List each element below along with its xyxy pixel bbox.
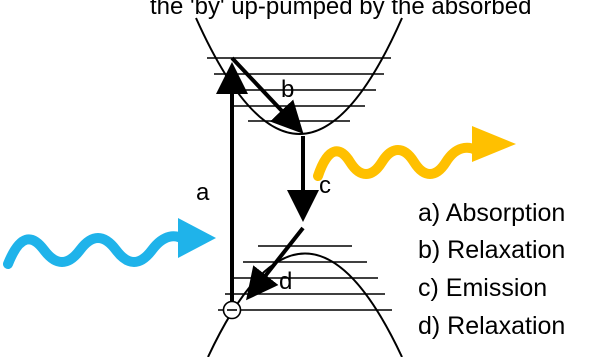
label-d: d [279,268,292,295]
valence-band-levels [218,246,392,310]
relaxation-arrow-d [251,228,303,294]
legend: a) Absorption b) Relaxation c) Emission … [418,199,565,340]
blue-wave-arrow-icon [8,218,216,264]
label-a: a [196,179,210,206]
label-b: b [281,76,294,103]
legend-item-relaxation-b: b) Relaxation [418,236,565,264]
legend-item-emission: c) Emission [418,274,547,302]
hole-minus-circle-icon [224,302,241,319]
legend-item-absorption: a) Absorption [418,199,565,227]
conduction-band-levels [207,58,391,121]
legend-item-relaxation-d: d) Relaxation [418,312,565,340]
header-text-fragment: the 'by' up-pumped by the absorbed [150,0,531,20]
orange-wave-arrow-icon [318,126,516,176]
conduction-band-curve [196,18,402,134]
